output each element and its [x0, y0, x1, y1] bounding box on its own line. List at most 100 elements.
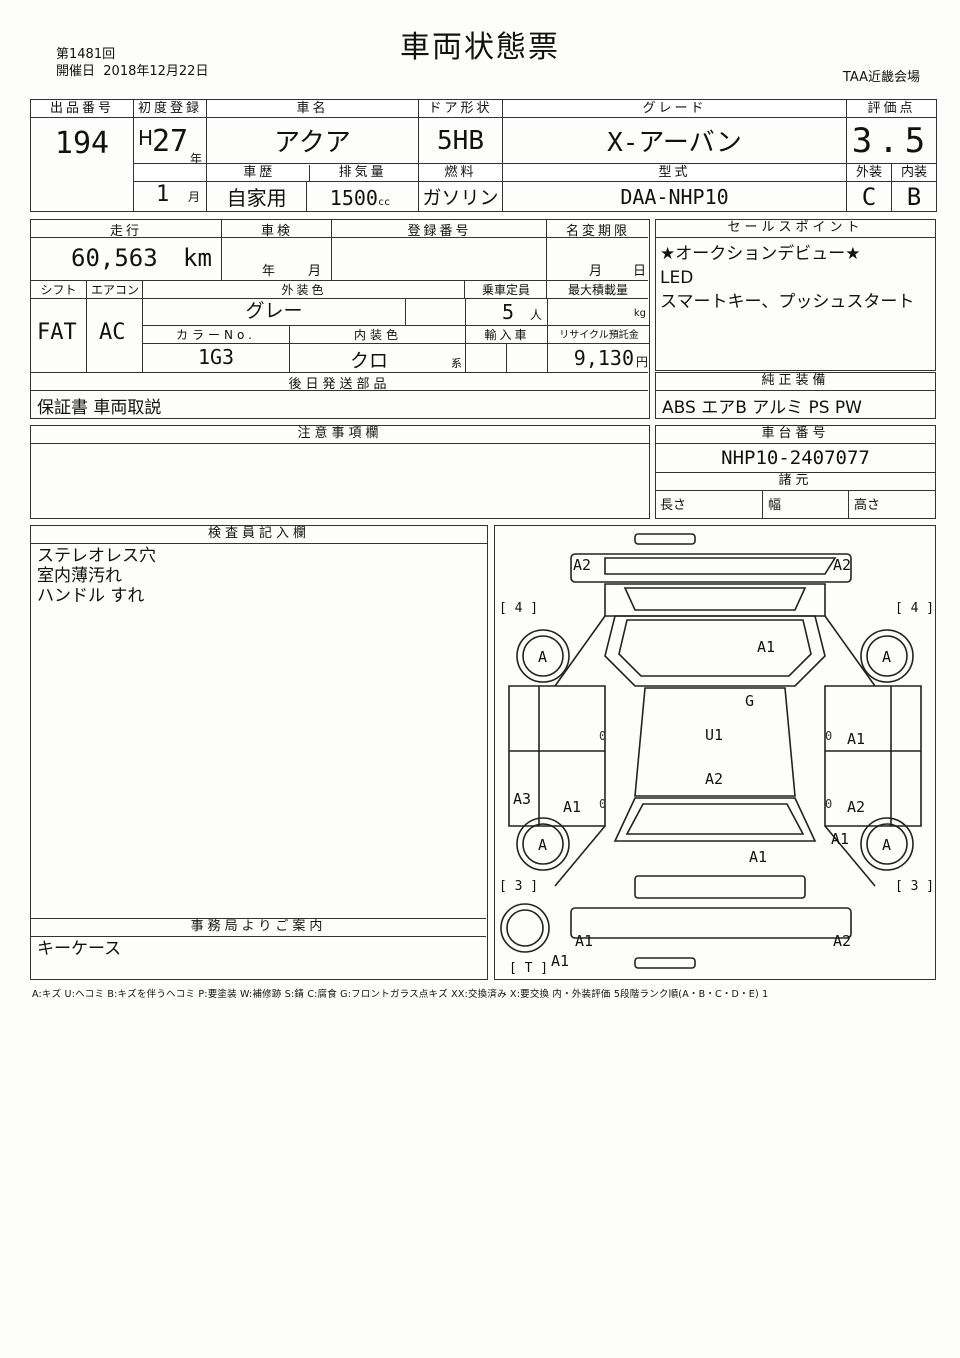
damage-mark: G [745, 692, 754, 710]
vehicle-basic-table: 出品番号 初度登録 車名 ドア形状 グレード 評価点 194 H 27 年 アク… [30, 99, 938, 212]
ac-label: エアコン [86, 281, 143, 298]
shift-label: シフト [40, 283, 77, 297]
model-label: 型式 [502, 163, 847, 182]
car-name-label: 車名 [206, 99, 419, 118]
inspector-label: 検査員記入欄 [31, 526, 487, 544]
damage-mark: A1 [563, 798, 581, 816]
inspection-label: 車検 [221, 220, 332, 239]
spec-width-label: 幅 [768, 498, 782, 513]
lot-label: 出品番号 [30, 99, 134, 118]
interior-grade: B [890, 181, 938, 212]
reg-number-label: 登録番号 [331, 220, 547, 239]
vehicle-detail-block: 走行 車検 登録番号 名変期限 60,563 km 年 月 月 日 シフト エア… [30, 219, 650, 419]
later-parts-label: 後日発送部品 [31, 372, 648, 392]
sales-point-label: セールスポイント [656, 220, 935, 238]
sales-point-line: LED [660, 268, 694, 288]
capacity-label: 乗車定員 [464, 281, 547, 298]
spec-height-label: 高さ [854, 498, 881, 513]
int-color: クロ [350, 350, 389, 372]
inspector-note: 室内薄汚れ [37, 566, 122, 586]
name-change-label: 名変期限 [546, 220, 649, 239]
inspector-note: ステレオレス穴 [37, 546, 156, 566]
office-note: キーケース [37, 939, 122, 959]
first-reg-year: 27 [152, 124, 189, 159]
event-date-line: 開催日 2018年12月22日 [56, 64, 209, 79]
air-conditioner: AC [99, 320, 126, 345]
sales-point-box: セールスポイント ★オークションデビュー★ LED スマートキー、プッシュスター… [655, 219, 936, 371]
chassis-label: 車台番号 [656, 426, 935, 444]
first-reg-month: 1 [156, 182, 170, 208]
damage-mark: A1 [847, 730, 865, 748]
fuel-label: 燃料 [418, 163, 503, 182]
recycle-unit: 円 [635, 355, 648, 369]
spec-length-label: 長さ [660, 498, 687, 513]
first-reg-label: 初度登録 [133, 99, 207, 118]
zero-mark: 0 [825, 729, 832, 743]
inspection-year-unit: 年 [262, 264, 276, 279]
color-number: 1G3 [197, 345, 235, 369]
damage-diagram: A2 A2 A1 G U1 A1 A2 A1 A2 A3 A1 A1 A1 A1… [494, 525, 936, 980]
displacement-unit: cc [377, 197, 391, 208]
damage-mark: A2 [573, 556, 591, 574]
damage-mark: A2 [705, 770, 723, 788]
damage-mark: A1 [575, 932, 593, 950]
lot-number: 194 [54, 126, 110, 161]
capacity-unit: 人 [529, 308, 542, 322]
ext-color: グレー [245, 300, 303, 322]
chassis-number: NHP10-2407077 [656, 444, 935, 473]
reg-number-value [331, 238, 547, 280]
tire-mark: A [882, 648, 891, 666]
history: 自家用 [208, 182, 308, 211]
displacement: 1500 [329, 186, 378, 210]
damage-mark: A1 [749, 848, 767, 866]
tire-mark: A [538, 836, 547, 854]
int-color-unit: 系 [451, 357, 462, 370]
venue: TAA近畿会場 [842, 70, 920, 85]
name-change-day-unit: 日 [633, 264, 647, 279]
equipment-label: 純正装備 [656, 373, 935, 391]
damage-mark: A1 [831, 830, 849, 848]
bracket-label: [ 4 ] [499, 601, 538, 616]
door-label: ドア形状 [418, 99, 503, 118]
sales-point-line: ★オークションデビュー★ [660, 244, 861, 264]
first-reg-era: H [138, 126, 154, 150]
door-type: 5HB [418, 117, 503, 164]
zero-mark: 0 [599, 729, 606, 743]
tire-mark: A [538, 648, 547, 666]
shift: FAT [37, 320, 77, 345]
damage-mark: A2 [833, 932, 851, 950]
displacement-label: 排気量 [338, 164, 387, 180]
exterior-grade: C [846, 181, 892, 212]
recycle-deposit: 9,130 [573, 346, 634, 370]
import-label: 輸入車 [465, 326, 548, 343]
mileage: 60,563 [71, 244, 158, 272]
damage-mark: A1 [757, 638, 775, 656]
capacity: 5 [502, 300, 515, 324]
ext-color-label: 外装色 [142, 281, 465, 298]
legend: A:キズ U:ヘコミ B:キズを伴うヘコミ P:要塗装 W:補修跡 S:錆 C:… [32, 989, 769, 1000]
mileage-unit: km [183, 244, 212, 272]
max-load-label: 最大積載量 [546, 281, 649, 298]
first-reg-month-unit: 月 [187, 190, 200, 204]
mileage-label: 走行 [109, 224, 142, 239]
inspection-month-unit: 月 [308, 264, 322, 279]
grade-label: グレード [502, 99, 847, 118]
page-title: 車両状態票 [400, 30, 560, 65]
damage-mark: A1 [551, 952, 569, 970]
int-color-label: 内装色 [289, 326, 466, 343]
specs-label: 諸元 [656, 473, 935, 491]
car-outline-diagram: A2 A2 A1 G U1 A1 A2 A1 A2 A3 A1 A1 A1 A1… [499, 533, 934, 976]
first-reg-year-unit: 年 [189, 152, 202, 164]
damage-mark: A2 [833, 556, 851, 574]
tire-mark: A [882, 836, 891, 854]
zero-mark: 0 [599, 797, 606, 811]
bracket-label: [ 4 ] [895, 601, 934, 616]
session-info: 第1481回 開催日 2018年12月22日 [56, 46, 208, 80]
notes-box: 注意事項欄 [30, 425, 650, 519]
damage-mark: A3 [513, 790, 531, 808]
sales-point-line: スマートキー、プッシュスタート [660, 292, 915, 312]
bracket-label: [ 3 ] [499, 879, 538, 894]
bracket-label: [ T ] [509, 961, 548, 976]
equipment-value: ABS エアB アルミ PS PW [662, 398, 862, 418]
color-no-label: カラーNo. [176, 328, 256, 342]
